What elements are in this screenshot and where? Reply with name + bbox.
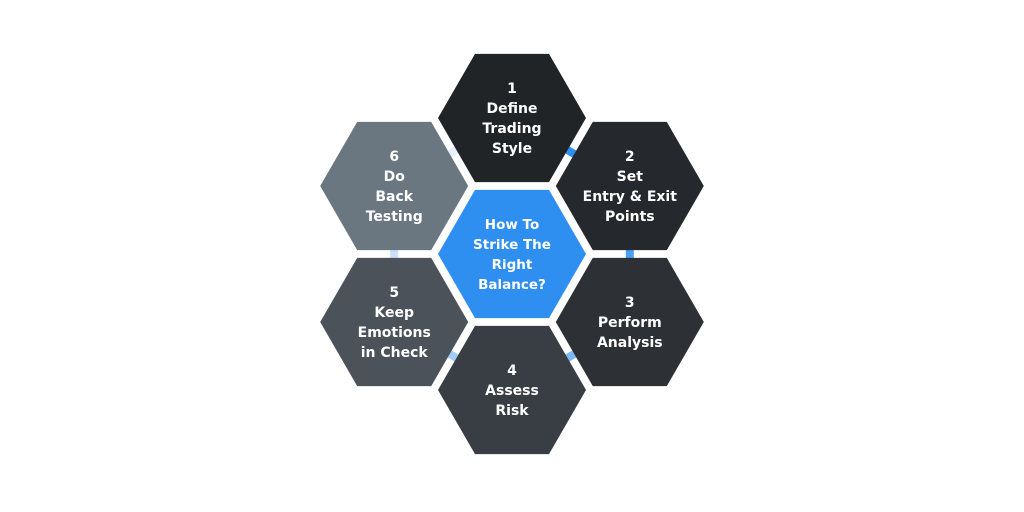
step-5-label-line: Emotions xyxy=(358,325,431,341)
step-1-hexagon xyxy=(438,53,586,183)
center-label-line: Right xyxy=(492,257,533,273)
center-label-line: How To xyxy=(485,217,539,233)
step-5-hexagon xyxy=(320,257,469,387)
step-2-number: 2 xyxy=(625,149,635,165)
step-2-label-line: Entry & Exit xyxy=(583,189,678,205)
step-3-hexagon xyxy=(555,257,704,387)
step-2-label-line: Set xyxy=(617,169,644,185)
step-6-hexagon xyxy=(320,121,469,251)
step-1-label-line: Trading xyxy=(482,121,541,137)
step-5-label-line: Keep xyxy=(374,305,414,321)
center-hexagon xyxy=(438,189,586,319)
step-6-label-line: Testing xyxy=(366,209,423,225)
step-1-label-line: Style xyxy=(492,141,532,157)
step-1-number: 1 xyxy=(507,81,517,97)
step-6-label-line: Back xyxy=(375,189,413,205)
step-4-number: 4 xyxy=(507,363,517,379)
step-3-label-line: Perform xyxy=(598,315,662,331)
step-5-label-line: in Check xyxy=(361,345,429,361)
center-label-line: Strike The xyxy=(473,237,551,253)
center-label-line: Balance? xyxy=(478,277,546,293)
step-4-hexagon xyxy=(438,325,586,455)
step-3-label-line: Analysis xyxy=(597,335,663,351)
step-6-number: 6 xyxy=(389,149,399,165)
step-4-label-line: Risk xyxy=(495,403,529,419)
step-4-label-line: Assess xyxy=(485,383,539,399)
step-2-label-line: Points xyxy=(605,209,655,225)
step-2-hexagon xyxy=(555,121,704,251)
step-3-number: 3 xyxy=(625,295,635,311)
step-6-label-line: Do xyxy=(384,169,406,185)
step-5-number: 5 xyxy=(389,285,399,301)
step-1-label-line: Define xyxy=(487,101,538,117)
